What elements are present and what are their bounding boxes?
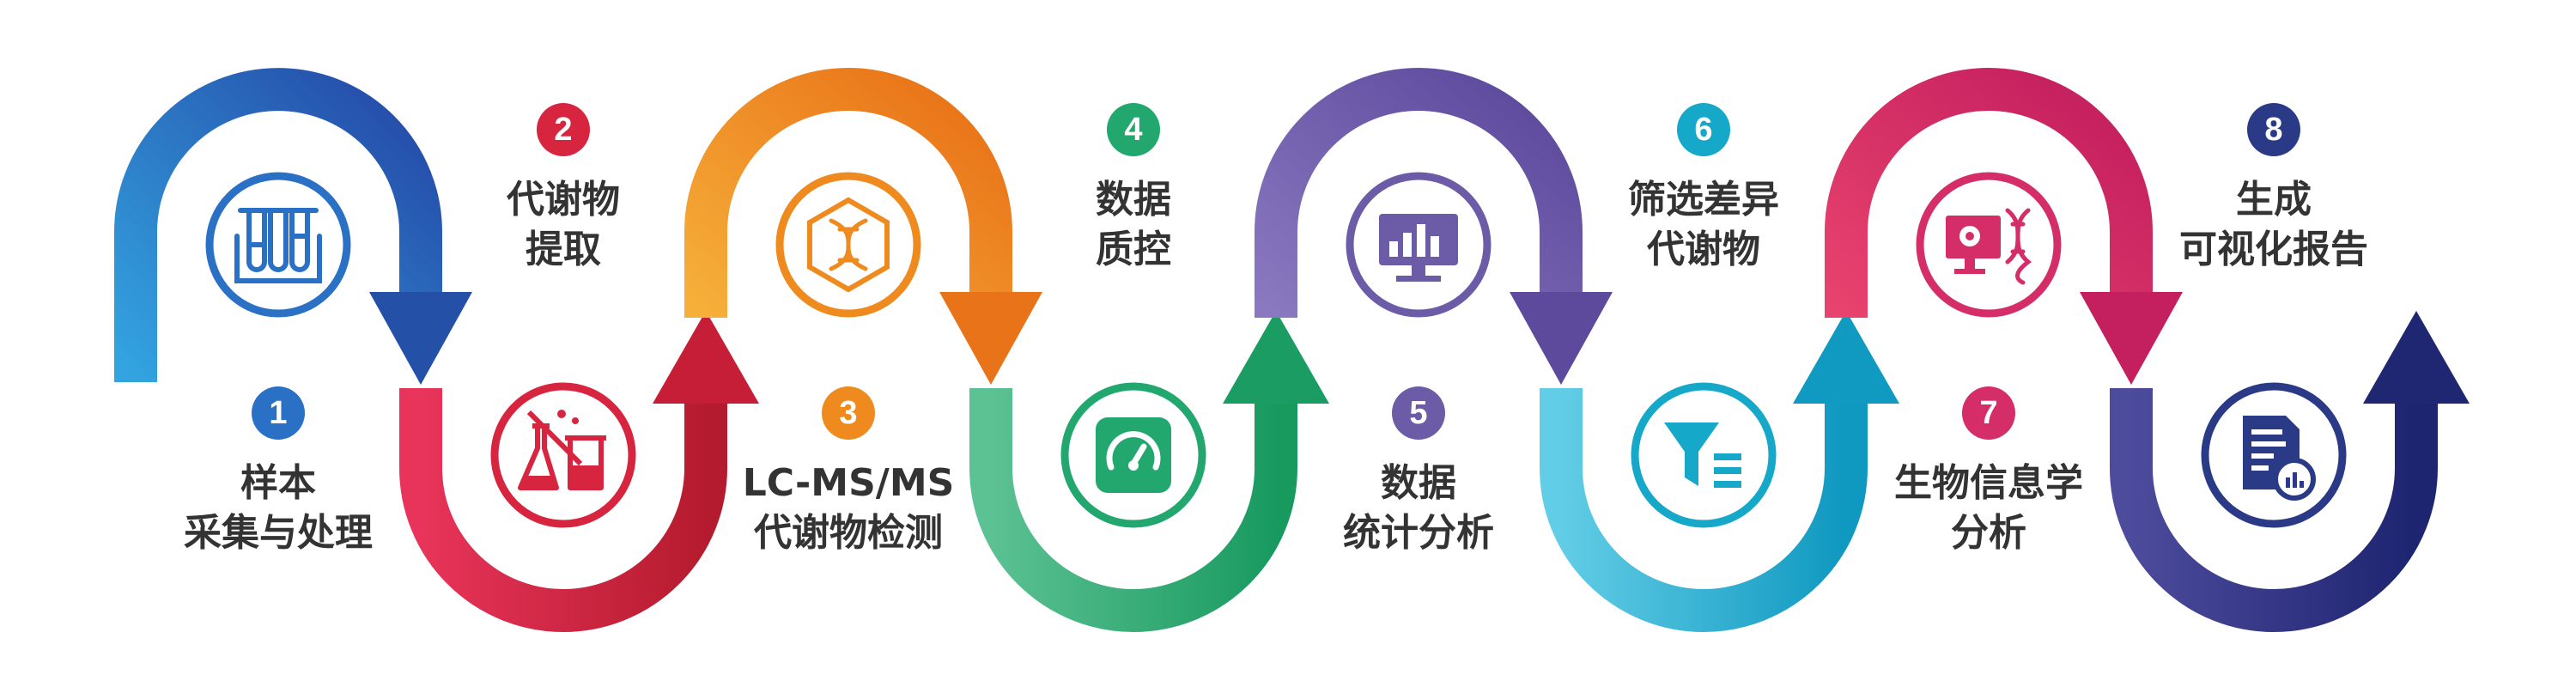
step-label-8: 8 生成 可视化报告 — [2136, 103, 2411, 275]
step-number-badge: 3 — [822, 386, 875, 440]
monitor-chart-icon — [1346, 172, 1492, 318]
step-label-6: 6 筛选差异 代谢物 — [1566, 103, 1841, 275]
computer-dna-icon — [1916, 172, 2062, 318]
step-label-3: 3 LC-MS/MS 代谢物检测 — [711, 386, 986, 558]
step-title-line2: 质控 — [1096, 228, 1171, 271]
step-title-line1: LC-MS/MS — [742, 461, 955, 505]
step-title-line2: 代谢物检测 — [754, 511, 943, 555]
step-number-badge: 6 — [1677, 103, 1730, 156]
step-label-2: 2 代谢物 提取 — [426, 103, 701, 275]
report-icon — [2201, 382, 2347, 528]
flow-segment-2 — [399, 311, 759, 632]
step-title-line2: 代谢物 — [1647, 228, 1760, 271]
step-title-line2: 统计分析 — [1343, 511, 1494, 555]
step-number-badge: 8 — [2247, 103, 2300, 156]
flow-segment-8 — [2110, 311, 2470, 632]
step-title-line2: 可视化报告 — [2179, 228, 2368, 271]
step-label-1: 1 样本 采集与处理 — [141, 386, 416, 558]
step-number-badge: 7 — [1962, 386, 2015, 440]
step-title-line1: 生成 — [2236, 178, 2312, 222]
flow-segment-7 — [1825, 68, 2183, 385]
step-label-7: 7 生物信息学 分析 — [1851, 386, 2126, 558]
flow-segment-6 — [1540, 311, 1899, 632]
flow-segment-3 — [684, 68, 1042, 385]
gauge-icon — [1060, 382, 1206, 528]
step-label-4: 4 数据 质控 — [996, 103, 1271, 275]
step-title-line1: 生物信息学 — [1894, 461, 2083, 505]
test-tubes-icon — [205, 172, 351, 318]
flask-beaker-icon — [490, 382, 636, 528]
step-number-badge: 5 — [1392, 386, 1445, 440]
flow-segment-1 — [114, 68, 472, 385]
step-title-line2: 采集与处理 — [184, 511, 373, 555]
step-title-line1: 数据 — [1096, 178, 1171, 222]
step-title-line2: 提取 — [526, 228, 601, 271]
filter-icon — [1631, 382, 1777, 528]
step-number-badge: 1 — [252, 386, 305, 440]
step-title-line1: 样本 — [240, 461, 316, 505]
step-title-line1: 代谢物 — [507, 178, 620, 222]
step-title-line2: 分析 — [1951, 511, 2026, 555]
step-number-badge: 2 — [537, 103, 590, 156]
step-label-5: 5 数据 统计分析 — [1281, 386, 1556, 558]
step-number-badge: 4 — [1107, 103, 1160, 156]
step-title-line1: 数据 — [1381, 461, 1456, 505]
flow-segment-4 — [969, 311, 1329, 632]
flow-segment-5 — [1255, 68, 1613, 385]
dna-hexagon-icon — [775, 172, 921, 318]
step-title-line1: 筛选差异 — [1628, 178, 1779, 222]
